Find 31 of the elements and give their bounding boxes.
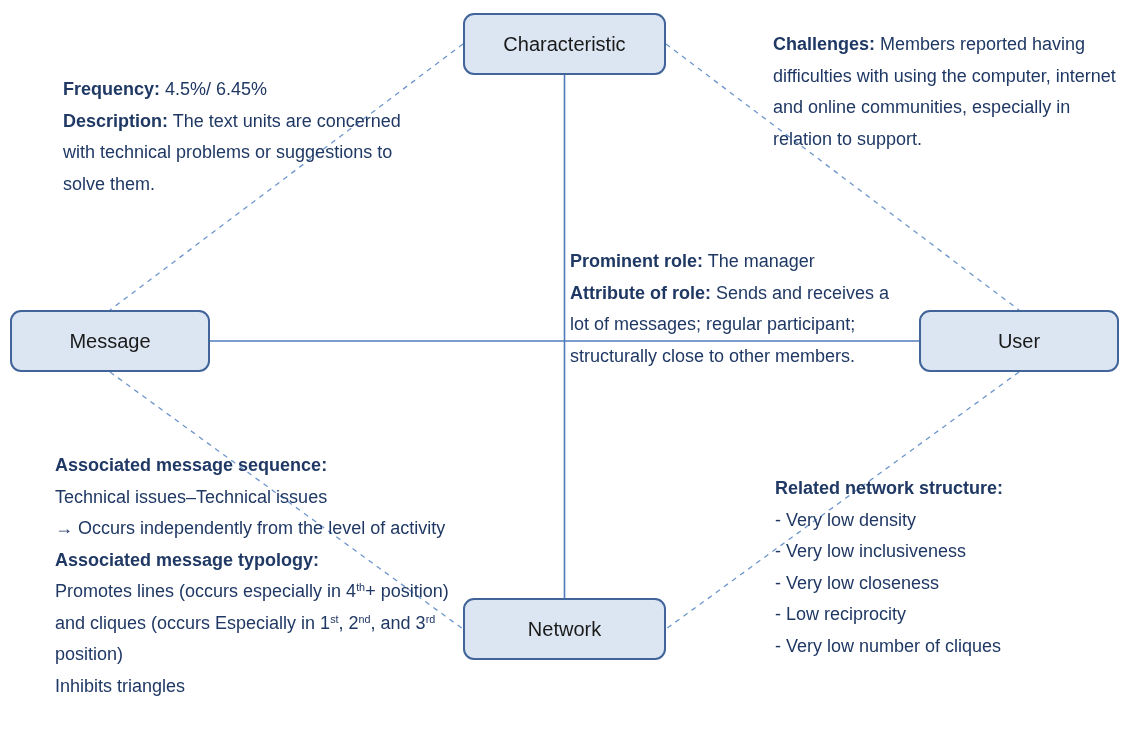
- connector-line: [563, 74, 566, 599]
- annotation-text: Inhibits triangles: [55, 674, 187, 698]
- annotation-text: - Very low closeness: [775, 571, 941, 595]
- annotation-text: Challenges: Members reported having difficulties with using the computer, internet and online communities, especially in relation to support.: [773, 33, 1117, 151]
- node-label: Network: [527, 617, 602, 641]
- connector-line: [109, 371, 464, 630]
- annotation-text: Promotes lines (occurs especially in 4$^{th}$+ position) and cliques (occurs Especially in 1$^{st}$, 2$^{nd}$, and 3$^{rd}$ position): [55, 579, 450, 666]
- annotation-text: Attribute of role: Sends and receives a lot of messages; regular participant; structurally close to other members.: [570, 281, 891, 368]
- rounded-box: [463, 13, 666, 75]
- annotation-text: Frequency: 4.5%/ 6.45%: [63, 78, 269, 101]
- rounded-box: [10, 310, 210, 372]
- node-label: Characteristic: [503, 32, 626, 56]
- connector-line: [209, 340, 920, 342]
- rounded-box: [919, 310, 1119, 372]
- section-heading: Associated message typology:: [55, 548, 321, 572]
- annotation-text: Prominent role: The manager: [570, 250, 816, 273]
- node-label: Message: [69, 329, 151, 353]
- section-heading: Associated message sequence:: [55, 454, 329, 477]
- annotation-text: - Very low number of cliques: [775, 634, 1003, 658]
- connector-line: [665, 371, 1020, 630]
- annotation-text: → Occurs independently from the level of activity: [55, 517, 447, 540]
- connector-line: [109, 43, 464, 311]
- node-label: User: [997, 329, 1041, 353]
- annotation-text: Technical issues–Technical issues: [55, 485, 329, 509]
- annotation-text: Description: The text units are concerned with technical problems or suggestions to solve them.: [63, 109, 402, 196]
- connector-line: [665, 43, 1020, 311]
- rounded-box: [463, 598, 666, 660]
- annotation-text: - Very low inclusiveness: [775, 540, 968, 563]
- annotation-text: - Low reciprocity: [775, 603, 908, 626]
- section-heading: Related network structure:: [775, 477, 1005, 500]
- annotation-text: - Very low density: [775, 508, 918, 532]
